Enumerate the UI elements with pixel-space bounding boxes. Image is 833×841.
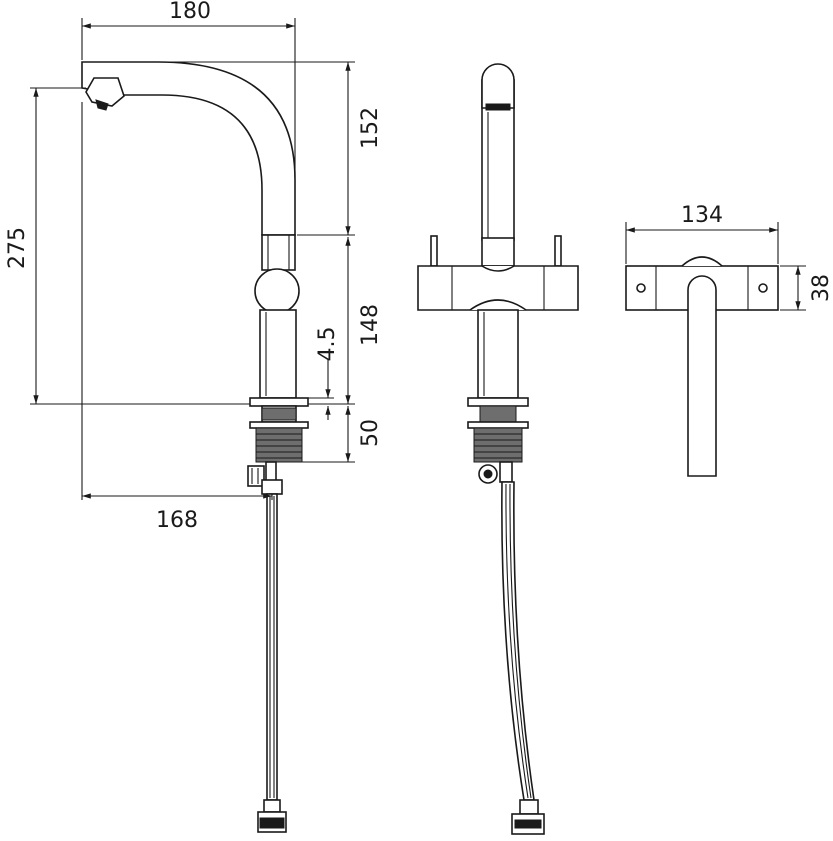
side-body bbox=[259, 309, 297, 399]
front-threads bbox=[467, 405, 529, 463]
side-hose bbox=[257, 493, 287, 833]
side-base-plate bbox=[249, 397, 309, 407]
top-hole-right bbox=[758, 283, 768, 293]
top-view bbox=[625, 256, 779, 477]
side-lever-knob bbox=[254, 268, 300, 314]
dim-168: 168 bbox=[156, 508, 198, 533]
front-body bbox=[477, 309, 519, 399]
front-pin-left bbox=[430, 235, 438, 267]
dim-38: 38 bbox=[809, 274, 833, 302]
front-lever-bar bbox=[417, 265, 579, 311]
front-view bbox=[417, 63, 579, 835]
front-pin-right bbox=[554, 235, 562, 267]
dim-152: 152 bbox=[358, 107, 383, 149]
dim-148: 148 bbox=[358, 304, 383, 346]
side-spout-nozzle bbox=[85, 77, 125, 107]
side-collar bbox=[261, 234, 296, 271]
dim-134: 134 bbox=[681, 203, 723, 228]
front-base-plate bbox=[467, 397, 529, 407]
dim-275: 275 bbox=[5, 227, 30, 269]
dim-50: 50 bbox=[358, 419, 383, 447]
dimension-lines bbox=[30, 18, 806, 500]
dim-180: 180 bbox=[169, 0, 211, 24]
side-view bbox=[81, 61, 309, 833]
top-spout bbox=[687, 275, 717, 477]
top-hole-left bbox=[636, 283, 646, 293]
side-threads bbox=[249, 405, 309, 463]
dim-4-5: 4.5 bbox=[315, 327, 340, 362]
